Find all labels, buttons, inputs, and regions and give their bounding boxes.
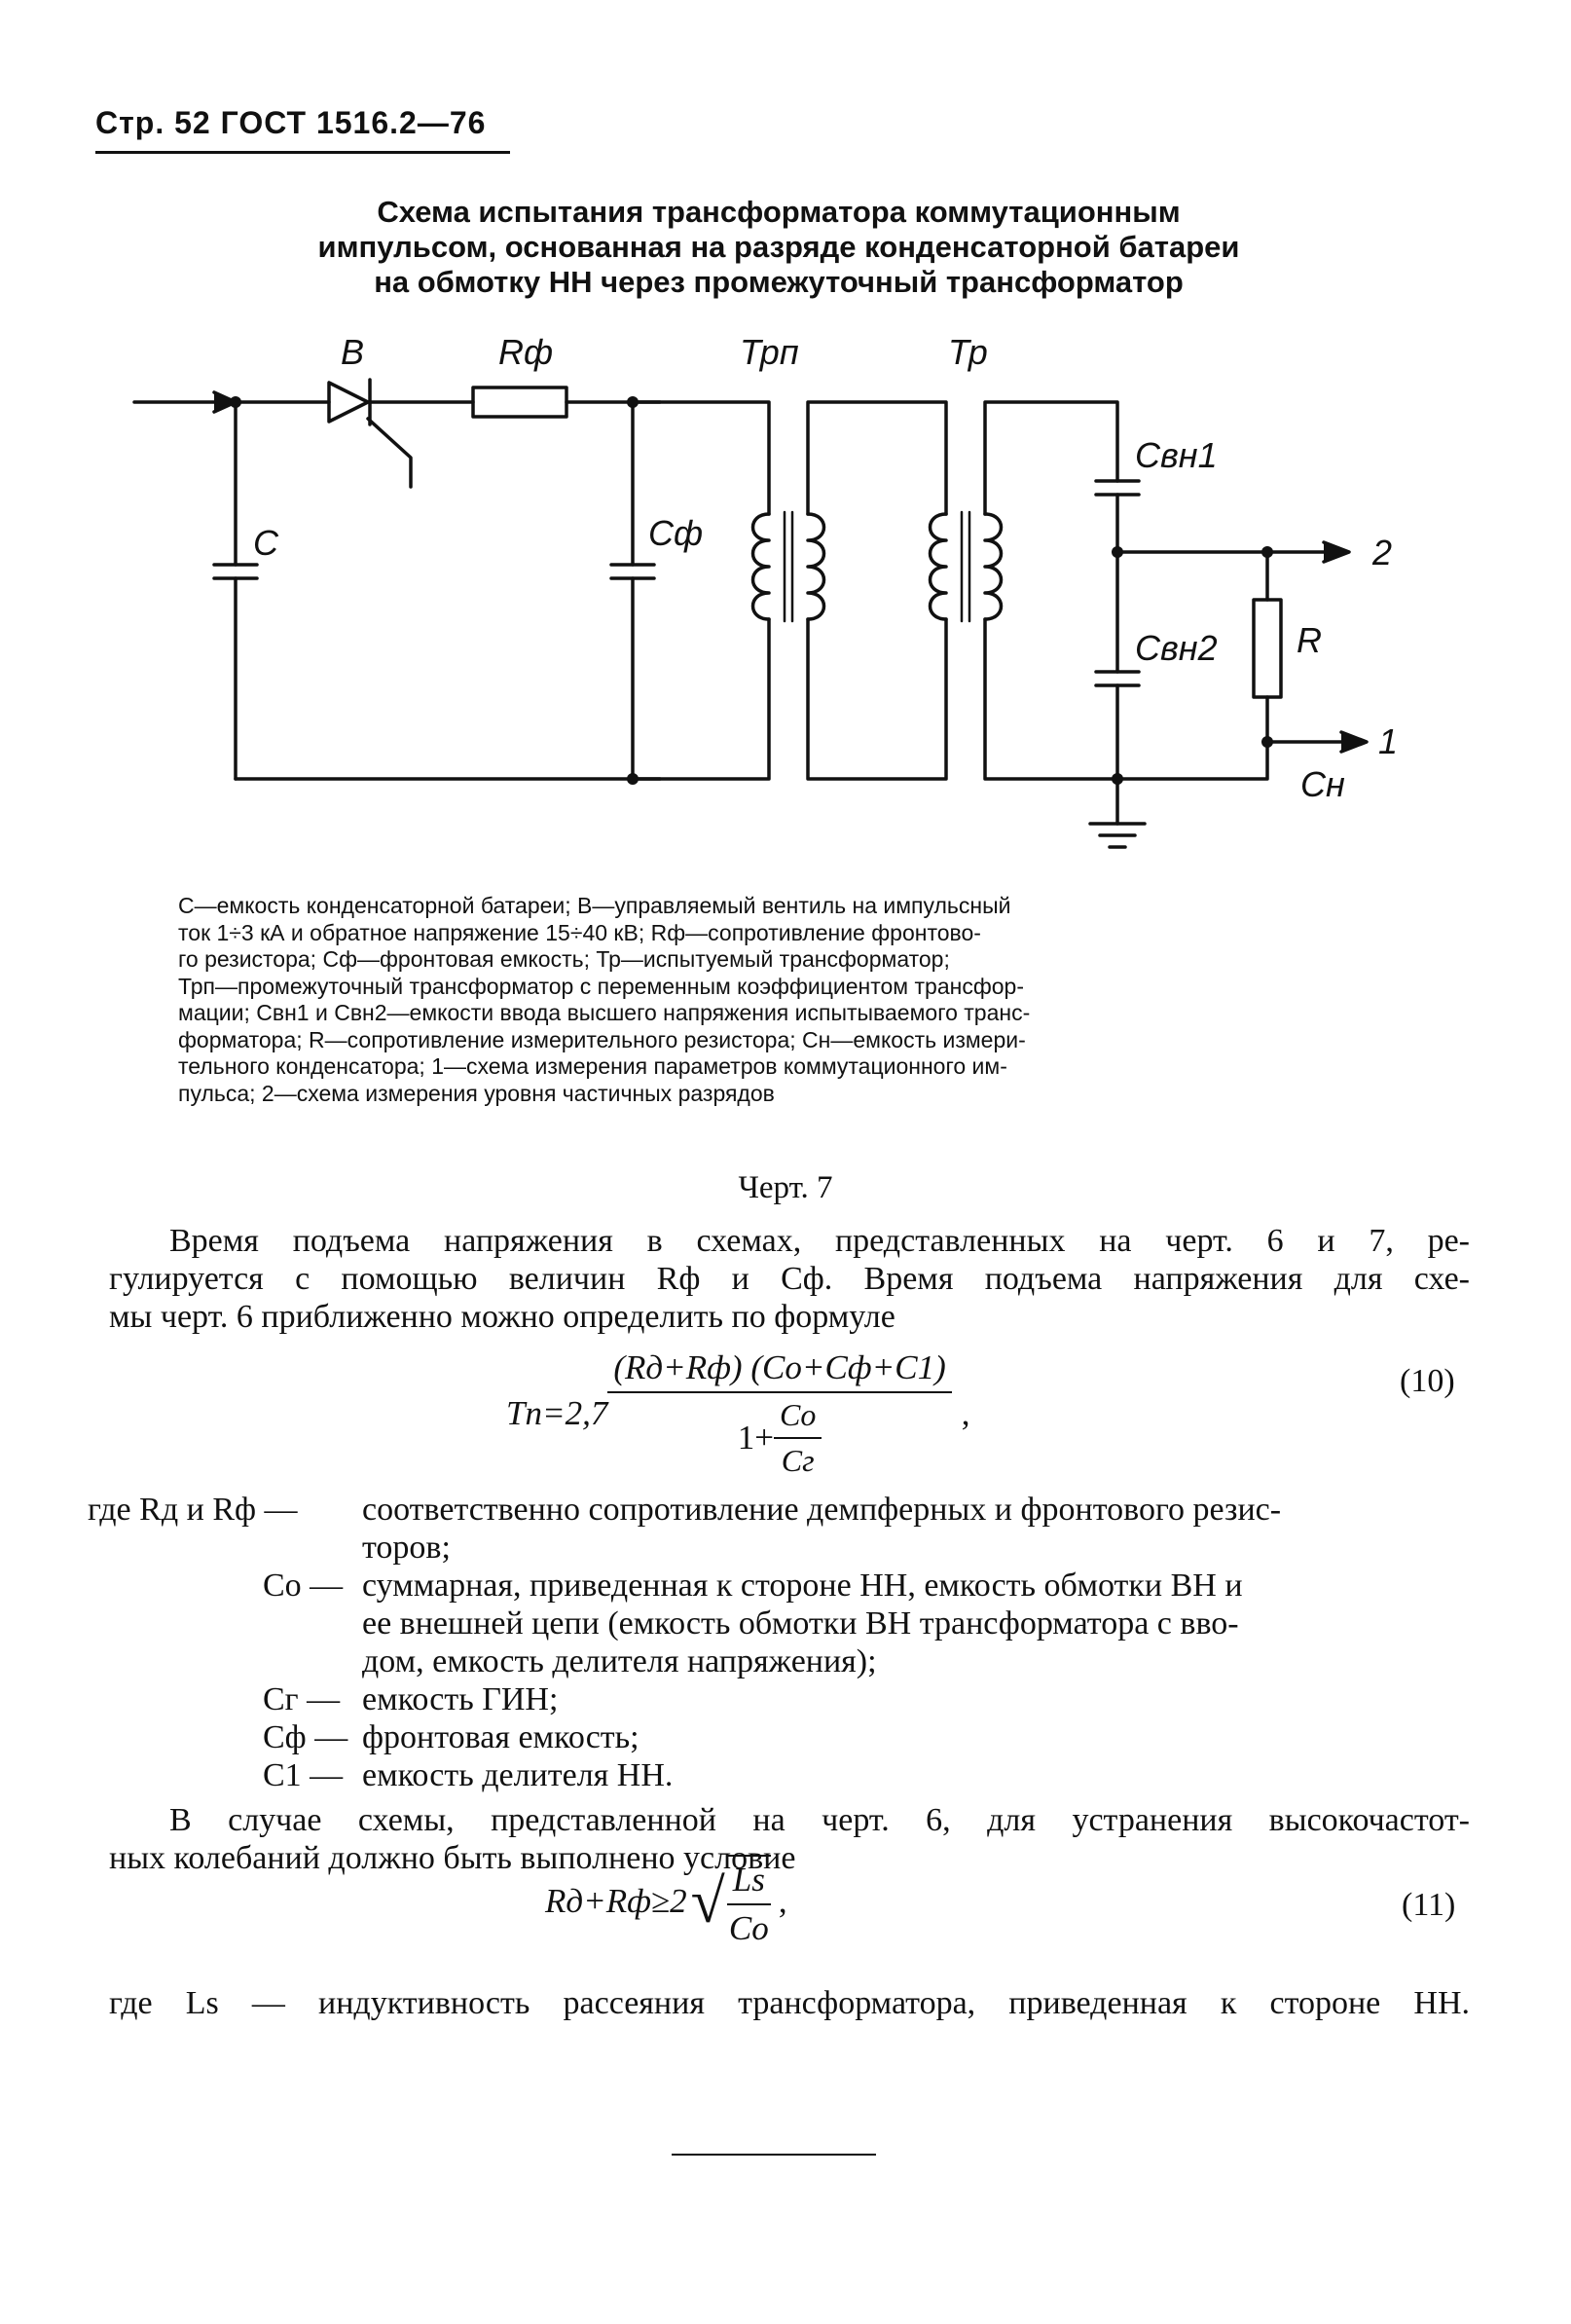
figure-title-line: импульсом, основанная на разряде конденс… [317,230,1240,264]
formula-10: Tп=2,7 (Rд+Rф) (Cо+Cф+C1) 1+ Cо Cг , [506,1348,970,1479]
wire-trp-primary [631,400,771,516]
legend-text: соответственно сопротивление демпферных … [362,1492,1282,1528]
paragraph-line: В случае схемы, представленной на черт. … [169,1802,1470,1838]
paragraph-line: гулируется с помощью величин Rф и Сф. Вр… [109,1261,1470,1297]
caption-line: Трп—промежуточный трансформатор с переме… [178,973,1024,999]
legend-line: где Ls — индуктивность рассеяния трансфо… [109,1985,1470,2021]
wire-top [566,321,633,402]
page-header: Стр. 52 ГОСТ 1516.2—76 [95,105,487,140]
label-tr: Тр [948,332,988,372]
label-out1: 1 [1378,721,1398,761]
legend-symbol: Cф — [263,1719,348,1755]
caption-line: ток 1÷3 кА и обратное напряжение 15÷40 к… [178,919,981,945]
formula-11-numerator: Ls [726,1861,771,1905]
legend-text: емкость делителя НН. [362,1757,674,1793]
caption-line: го резистора; Сф—фронтовая емкость; Тр—и… [178,946,950,972]
output-2-arrowhead [1322,540,1351,564]
label-cvn1: Свн1 [1135,435,1218,475]
paragraph-line: мы черт. 6 приближенно можно определить … [109,1299,895,1335]
formula-10-inner-denominator: Cг [781,1443,815,1478]
thyristor-symbol [327,381,370,424]
wire-tr-secondary [983,400,1119,516]
trp-core [783,510,794,623]
figure-number: Черт. 7 [738,1170,833,1205]
figure-caption: С—емкость конденсаторной батареи; В—упра… [178,893,1385,1107]
ground-symbol [1088,822,1147,849]
paragraph-2: В случае схемы, представленной на черт. … [109,1801,1470,1877]
formula-10-inner-numerator: Cо [774,1397,822,1439]
circuit-nodes [230,396,1273,785]
tr-core [960,510,971,623]
coil-tr-secondary [983,512,1004,621]
formula-10-numerator: (Rд+Rф) (Cо+Cф+C1) [607,1348,952,1393]
legend-symbol: C1 — [263,1757,344,1793]
formula-10-lhs: Tп=2,7 [506,1394,608,1432]
legend-symbol: Cо — [263,1568,344,1604]
thyristor-gate [366,417,413,489]
formula-11-fraction: Ls Cо [726,1855,771,1948]
label-cvn2: Свн2 [1135,628,1218,668]
wire-r [1115,695,1269,781]
caption-line: пульса; 2—схема измерения уровня частичн… [178,1080,775,1106]
label-cf: Сф [648,513,703,553]
formula-11: Rд+Rф≥2√ Ls Cо , [545,1855,787,1948]
caption-line: форматора; R—сопротивление измерительног… [178,1026,1026,1052]
legend-text: торов; [362,1530,451,1566]
formula-10-fraction: (Rд+Rф) (Cо+Cф+C1) 1+ Cо Cг [607,1348,952,1479]
formula-10-den-prefix: 1+ [737,1419,774,1457]
formula-10-denominator: 1+ Cо Cг [607,1393,951,1479]
wire-middle-loop [806,400,948,516]
resistor-r [1252,598,1283,699]
wire-trp-primary [631,617,771,781]
sqrt-icon: √ [690,1866,725,1936]
legend-text: емкость ГИН; [362,1681,559,1717]
legend-symbol: где Rд и Rф — [88,1492,298,1528]
label-c: С [253,523,279,563]
paragraph-line: Время подъема напряжения в схемах, предс… [169,1223,1470,1259]
coil-trp-primary [750,512,771,621]
circuit-diagram: В Rф Трп Тр С Сф Свн1 Свн2 R Сн 2 1 [132,321,1398,849]
coil-trp-secondary [806,512,826,621]
formula-11-lhs: Rд+Rф≥2 [545,1882,687,1920]
label-r: R [1297,620,1322,660]
formula-11-tail: , [778,1882,787,1920]
wire-middle-loop [806,617,948,781]
caption-line: тельного конденсатора; 1—схема измерения… [178,1053,1007,1079]
label-cn: Сн [1300,764,1345,804]
figure-title-line: Схема испытания трансформатора коммутаци… [377,195,1181,229]
legend-text: ее внешней цепи (емкость обмотки ВН тран… [362,1605,1239,1642]
paragraph-line: ных колебаний должно быть выполнено усло… [109,1840,796,1876]
output-1-arrowhead [1339,730,1369,754]
formula-11-legend: где Ls — индуктивность рассеяния трансфо… [109,1984,1470,2022]
header-rule [95,151,510,154]
legend-text: дом, емкость делителя напряжения); [362,1643,877,1679]
paragraph-1: Время подъема напряжения в схемах, предс… [109,1222,1470,1336]
footer-rule [672,2154,876,2156]
coil-tr-primary [928,512,948,621]
formula-10-inner-fraction: Cо Cг [774,1397,822,1479]
legend-symbol: Cг — [263,1681,341,1717]
equation-number-10: (10) [1400,1363,1455,1399]
legend-text: фронтовая емкость; [362,1719,639,1755]
resistor-rf [471,386,568,419]
figure-title: Схема испытания трансформатора коммутаци… [234,195,1324,300]
label-rf: Rф [498,332,553,372]
label-trp: Трп [740,332,799,372]
caption-line: С—емкость конденсаторной батареи; В—упра… [178,893,1011,918]
wire-tr-secondary [983,617,1119,781]
formula-11-denominator: Cо [728,1909,769,1947]
figure-title-line: на обмотку НН через промежуточный трансф… [374,265,1184,299]
label-b: В [341,332,364,372]
legend-text: суммарная, приведенная к стороне НН, емк… [362,1568,1243,1604]
caption-line: мации; Свн1 и Свн2—емкости ввода высшего… [178,1000,1031,1025]
equation-number-11: (11) [1402,1887,1456,1923]
formula-10-tail: , [961,1394,970,1432]
label-out2: 2 [1371,533,1392,572]
